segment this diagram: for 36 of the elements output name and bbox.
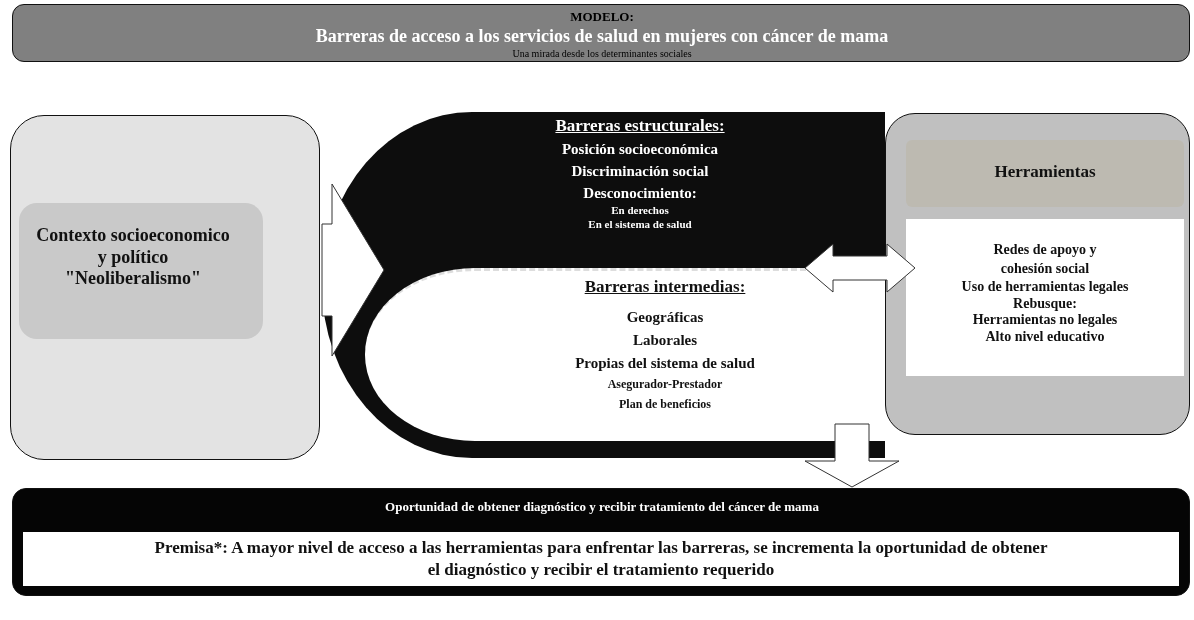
node-text: En derechos [611,204,669,218]
node-text: Uso de herramientas legales [961,278,1129,296]
node-text: Herramientas no legales [972,312,1118,330]
outcome-panel [12,488,1190,596]
node-text: Propias del sistema de salud [575,354,755,373]
tools-list [906,219,1184,376]
heading-text: Barreras intermedias: [584,277,746,298]
context-panel [10,115,320,460]
block-arrow [321,183,385,357]
node-text: Herramientas [994,162,1096,183]
context-box [19,203,263,339]
double-block-arrow [804,243,916,293]
node-text: En el sistema de salud [588,217,692,231]
node-text: Barreras de acceso a los servicios de salud en mujeres con cáncer de mama [315,25,889,48]
node-text: Geográficas [626,308,704,327]
node-text: Alto nivel educativo [985,329,1105,346]
title-banner [12,4,1190,62]
node-text: Laborales [632,331,698,350]
node-text: Una mirada desde los determinantes sociales [512,48,692,61]
structural-barriers-block [322,112,885,458]
node-text: Premisa*: A mayor nivel de acceso a las herramientas para enfrentar las barreras, se incrementa la oportunidad de obtener el diagnóstico y recibir el tratamiento requerido [153,537,1049,582]
intermediate-barriers-block [365,268,885,441]
heading-text: Redes de apoyo y cohesión social [992,241,1098,278]
node-text: Oportunidad de obtener diagnóstico y recibir tratamiento del cáncer de mama [385,499,819,515]
node-text: Asegurador-Prestador [607,377,723,392]
node-text: Desconocimiento: [583,184,697,203]
tools-panel [885,113,1190,435]
heading-text: Barreras estructurales: [555,116,725,137]
premise-box [23,532,1179,586]
node-text: Contexto socioeconomico y político "Neoliberalismo" [35,225,231,290]
node-text: Rebusque: [1013,295,1077,313]
node-text: Plan de beneficios [619,396,711,412]
block-arrow [804,423,900,488]
heading-text: MODELO: [570,9,634,25]
node-text: Discriminación social [571,162,709,181]
node-text: Posición socioeconómica [561,140,719,159]
